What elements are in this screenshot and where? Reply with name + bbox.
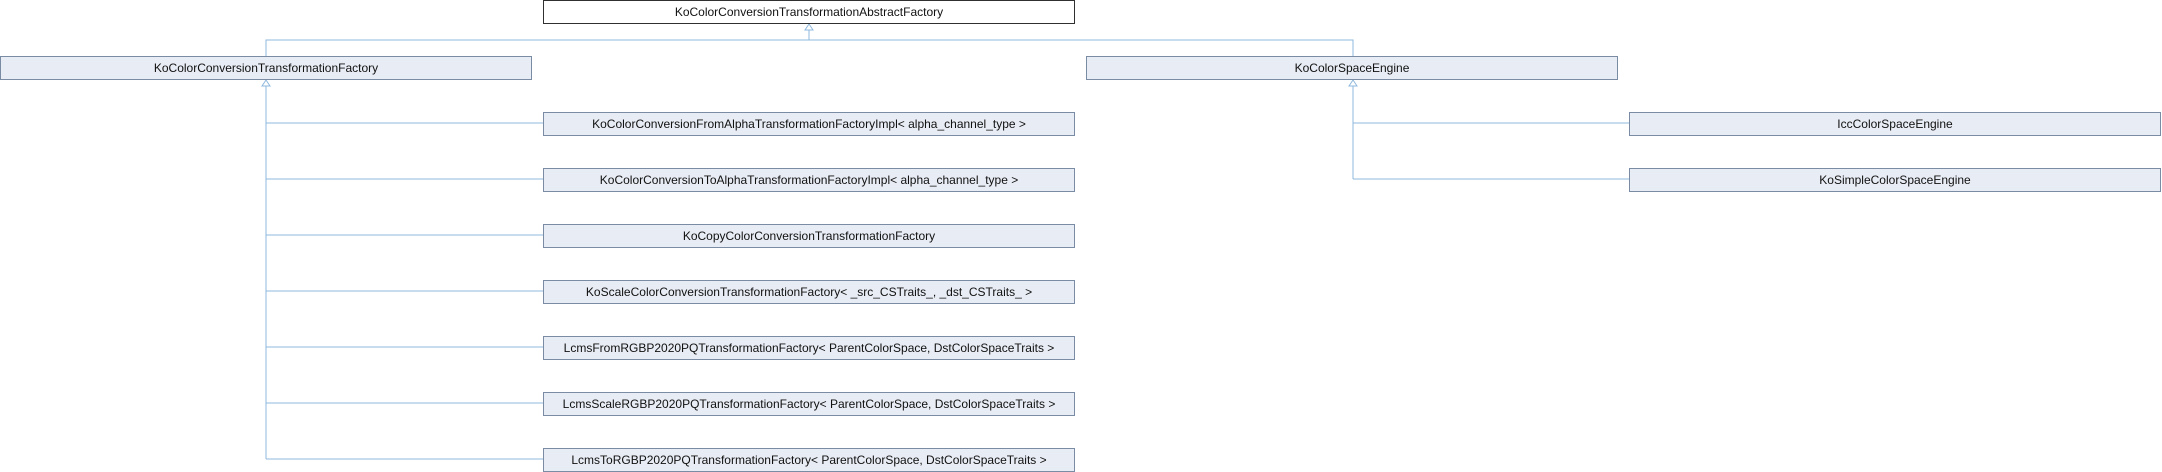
- node-copy-factory[interactable]: KoCopyColorConversionTransformationFacto…: [543, 224, 1075, 248]
- node-to-alpha-factory[interactable]: KoColorConversionToAlphaTransformationFa…: [543, 168, 1075, 192]
- node-simple-engine[interactable]: KoSimpleColorSpaceEngine: [1629, 168, 2161, 192]
- arrowhead-engine: [1348, 79, 1358, 87]
- node-from-alpha-factory[interactable]: KoColorConversionFromAlphaTransformation…: [543, 112, 1075, 136]
- node-lcms-to-factory[interactable]: LcmsToRGBP2020PQTransformationFactory< P…: [543, 448, 1075, 472]
- node-transformation-factory[interactable]: KoColorConversionTransformationFactory: [0, 56, 532, 80]
- node-lcms-from-factory[interactable]: LcmsFromRGBP2020PQTransformationFactory<…: [543, 336, 1075, 360]
- arrowhead-root: [804, 23, 814, 31]
- node-lcms-scale-factory[interactable]: LcmsScaleRGBP2020PQTransformationFactory…: [543, 392, 1075, 416]
- edge-factory-to-root: [265, 39, 1354, 56]
- node-scale-factory[interactable]: KoScaleColorConversionTransformationFact…: [543, 280, 1075, 304]
- node-abstract-factory[interactable]: KoColorConversionTransformationAbstractF…: [543, 0, 1075, 24]
- arrowhead-factory: [261, 79, 271, 87]
- node-color-space-engine[interactable]: KoColorSpaceEngine: [1086, 56, 1618, 80]
- node-icc-engine[interactable]: IccColorSpaceEngine: [1629, 112, 2161, 136]
